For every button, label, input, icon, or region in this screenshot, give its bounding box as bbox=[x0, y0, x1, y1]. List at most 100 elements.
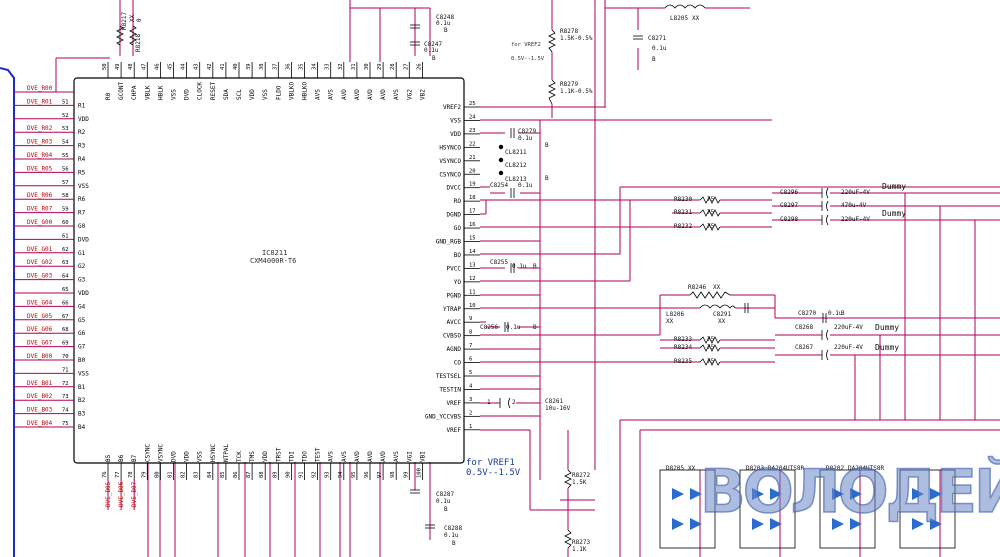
bottom-pin-number: 95 bbox=[351, 471, 357, 478]
bottom-pin-net-label: DVE_B07 bbox=[131, 481, 138, 507]
label-c8270-b: B bbox=[841, 310, 845, 317]
label-dummy-1: Dummy bbox=[882, 182, 906, 191]
right-pin-name: VSS bbox=[450, 117, 461, 124]
ic-top-pins: 50R049GCONT48CHPA47VBLK46HBLK45VSS44DVD4… bbox=[102, 62, 426, 100]
left-pin-net-label: DVE_G03 bbox=[27, 273, 53, 280]
label-r8230-val: 75 bbox=[707, 196, 715, 203]
label-r8233-ref: R8233 bbox=[674, 336, 692, 343]
label-c8296-val: 220uF-4V bbox=[841, 189, 870, 196]
left-pin-name: VDD bbox=[78, 290, 89, 297]
label-c8298-val: 220uF-4V bbox=[841, 216, 870, 223]
bottom-pin-name: HSYNC bbox=[210, 444, 217, 462]
label-cl8212: CL8212 bbox=[505, 162, 527, 169]
label-c8279-ref: C8279 bbox=[518, 128, 536, 135]
label-d8203-val: DA204UTS8R bbox=[768, 465, 805, 472]
note-vref1: for VREF1 bbox=[466, 458, 515, 468]
bottom-pin-name: VDD bbox=[262, 451, 269, 462]
label-c8267-ref: C8267 bbox=[795, 344, 813, 351]
right-pin-name: PVCC bbox=[447, 265, 462, 272]
left-pin-net-label: DVE_R04 bbox=[27, 152, 53, 159]
ic-ref: IC8211 bbox=[262, 249, 287, 257]
left-pin-number: 54 bbox=[62, 140, 69, 146]
label-dummy-4: Dummy bbox=[875, 343, 899, 352]
right-pin-name: VREF2 bbox=[443, 104, 461, 111]
left-pin-name: G2 bbox=[78, 263, 86, 270]
bottom-pin-name: VDD bbox=[184, 451, 191, 462]
right-pin-name: CVBSO bbox=[443, 333, 461, 340]
left-pin-number: 52 bbox=[62, 113, 69, 119]
left-pin-name: DVD bbox=[78, 236, 89, 243]
top-pin-number: 28 bbox=[390, 63, 396, 70]
top-pin-number: 45 bbox=[168, 63, 174, 70]
right-pin-number: 6 bbox=[469, 357, 472, 363]
left-pin-number: 72 bbox=[62, 381, 69, 387]
label-r8278-ref: R8278 bbox=[560, 28, 578, 35]
label-c8296-ref: C8296 bbox=[780, 189, 798, 196]
left-pin-number: 56 bbox=[62, 166, 69, 172]
label-c8271-b: B bbox=[652, 56, 656, 63]
top-pin-name: GCONT bbox=[118, 82, 125, 100]
label-r8234-ref: R8234 bbox=[674, 344, 692, 351]
label-c8270-val: 0.1u bbox=[828, 310, 843, 317]
label-c8268-val: 220uF-4V bbox=[834, 324, 863, 331]
right-pin-name: TESTIN bbox=[439, 386, 461, 393]
top-pin-number: 50 bbox=[102, 63, 108, 70]
label-c8288-val: 0.1u bbox=[444, 532, 459, 539]
top-pin-name: VSS bbox=[171, 89, 178, 100]
label-c8261-pin2: 2 bbox=[512, 399, 516, 406]
label-r8233-val: 75 bbox=[707, 336, 715, 343]
right-pin-number: 23 bbox=[469, 128, 476, 134]
left-pin-number: 65 bbox=[62, 287, 69, 293]
left-pin-name: G5 bbox=[78, 317, 86, 324]
label-l8205-val: XX bbox=[692, 15, 700, 22]
right-pin-number: 21 bbox=[469, 155, 476, 161]
left-pin-number: 68 bbox=[62, 327, 69, 333]
bottom-pin-name: B7 bbox=[131, 454, 138, 462]
right-pin-number: 13 bbox=[469, 262, 476, 268]
label-l8205-ref: L8205 bbox=[670, 15, 688, 22]
test-point-cl8213 bbox=[498, 170, 504, 176]
ic-bottom-pins: B576DVE_B05B677DVE_B06B778DVE_B07CSYNC79… bbox=[102, 444, 426, 510]
top-pin-name: AVD bbox=[380, 89, 387, 100]
label-c8287-ref: C8287 bbox=[436, 491, 454, 498]
left-pin-name: R1 bbox=[78, 102, 86, 109]
label-c8256-val: 0.1u bbox=[506, 324, 521, 331]
label-c8247-b: B bbox=[432, 55, 436, 62]
component-symbols bbox=[116, 4, 829, 549]
top-pin-number: 37 bbox=[272, 63, 278, 70]
label-c8288-b: B bbox=[452, 540, 456, 547]
wires bbox=[55, 0, 1000, 557]
label-c8291-val: XX bbox=[718, 318, 726, 325]
left-pin-net-label: DVE_G04 bbox=[27, 299, 53, 306]
right-pin-name: RO bbox=[454, 198, 462, 205]
top-pin-name: VG2 bbox=[406, 89, 413, 100]
left-pin-name: VSS bbox=[78, 183, 89, 190]
label-cl8213-b: B bbox=[545, 175, 549, 182]
top-pin-name: R0 bbox=[105, 92, 112, 100]
top-pin-number: 48 bbox=[128, 63, 134, 70]
top-pin-number: 26 bbox=[416, 63, 422, 70]
label-r8272-ref: R8272 bbox=[572, 472, 590, 479]
top-pin-number: 35 bbox=[299, 63, 305, 70]
bottom-pin-number: 80 bbox=[154, 471, 160, 478]
top-pin-name: VB2 bbox=[419, 89, 426, 100]
bottom-pin-number: 77 bbox=[115, 471, 121, 478]
left-pin-name: G4 bbox=[78, 303, 86, 310]
right-pin-name: TESTSEL bbox=[436, 373, 462, 380]
top-pin-number: 47 bbox=[141, 63, 147, 70]
ic-part: CXM4000R-T6 bbox=[250, 257, 296, 265]
right-pin-number: 10 bbox=[469, 303, 476, 309]
top-pin-name: SDA bbox=[223, 89, 230, 100]
bottom-pin-number: 85 bbox=[220, 471, 226, 478]
right-pin-name: VSYNCO bbox=[439, 158, 461, 165]
label-c8279-val: 0.1u bbox=[518, 135, 533, 142]
label-r8246-val: XX bbox=[713, 284, 721, 291]
top-pin-name: DVD bbox=[184, 89, 191, 100]
label-dummy-2: Dummy bbox=[882, 209, 906, 218]
label-d8205-ref: D8205 bbox=[666, 465, 684, 472]
left-pin-number: 57 bbox=[62, 180, 69, 186]
top-pin-name: CHPA bbox=[131, 85, 138, 100]
label-c8279-b: B bbox=[545, 142, 549, 149]
right-pin-name: GO bbox=[454, 225, 462, 232]
left-pin-net-label: DVE_G00 bbox=[27, 219, 53, 226]
